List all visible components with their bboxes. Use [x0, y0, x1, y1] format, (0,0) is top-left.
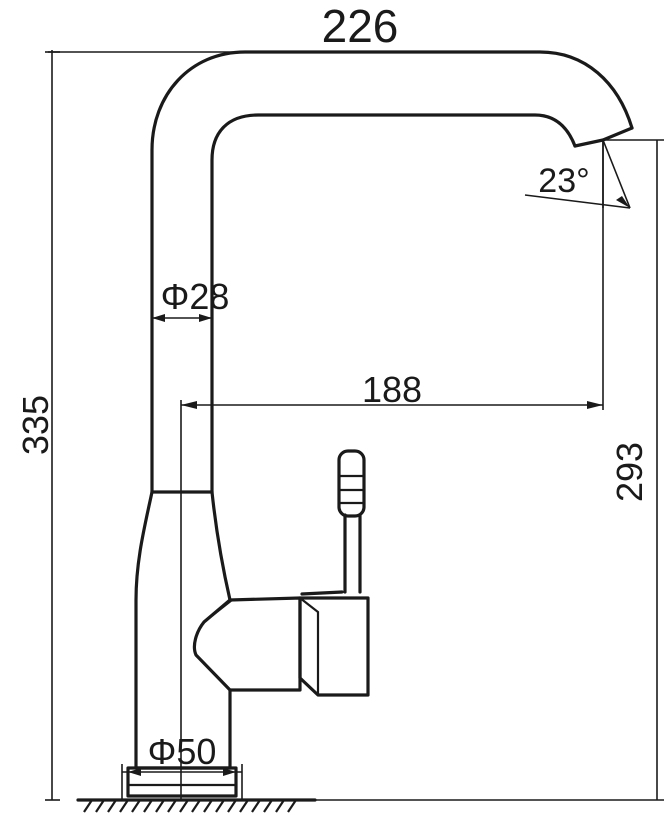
pipe-diameter-arrow-left — [152, 314, 165, 322]
handle-housing-inner-line — [203, 599, 233, 623]
handle-housing — [192, 596, 302, 692]
spout-outer-outline — [150, 50, 634, 494]
mounting-hatch — [83, 799, 297, 813]
angle-arrow — [616, 196, 630, 208]
angle-leg-horizontal — [524, 194, 631, 209]
reach-arrow-left — [181, 401, 197, 409]
lever-stem — [343, 513, 362, 594]
base-ring — [126, 766, 238, 798]
overall-height-label: 335 — [15, 395, 56, 455]
handle-block-inner — [299, 597, 320, 695]
lever-knob — [337, 449, 366, 518]
mounting-surface — [76, 798, 317, 813]
handle-block — [298, 596, 370, 697]
dimension-labels: 226 335 293 188 Φ28 Φ50 23° — [15, 0, 650, 772]
spout-reach-label: 188 — [362, 369, 422, 410]
spout-inner-outline — [210, 113, 577, 494]
body-right-outline — [210, 490, 232, 602]
base-diameter-arrow-left — [128, 768, 141, 776]
pipe-diameter-label: Φ28 — [161, 276, 230, 317]
pipe-diameter-arrow-right — [199, 314, 212, 322]
reach-arrow-right — [587, 401, 603, 409]
spout-angle-label: 23° — [538, 162, 589, 200]
handle-cap-line — [300, 590, 344, 596]
overall-width-label: 226 — [322, 0, 399, 52]
angle-leg-slanted — [602, 139, 631, 209]
body-left-outline — [134, 490, 154, 770]
spout-height-label: 293 — [609, 442, 650, 502]
base-diameter-label: Φ50 — [148, 731, 217, 772]
faucet-body — [126, 50, 634, 798]
base-diameter-arrow-right — [223, 768, 236, 776]
dimension-lines — [45, 50, 664, 801]
